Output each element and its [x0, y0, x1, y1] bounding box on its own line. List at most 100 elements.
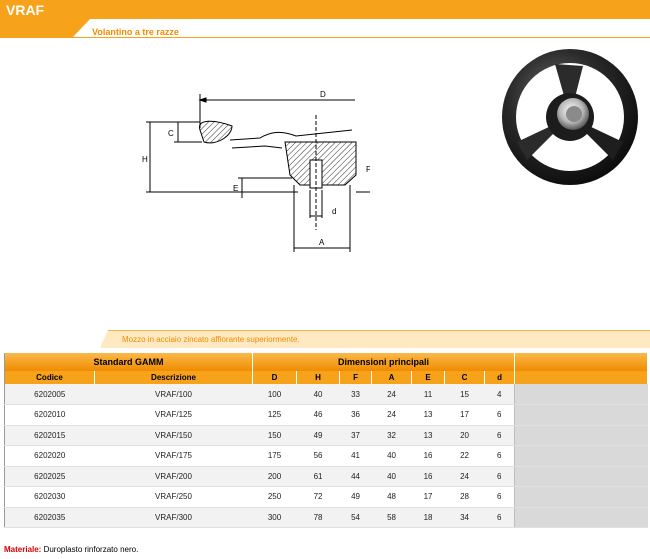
table-cell: 40 [371, 445, 412, 467]
table-cell: VRAF/150 [94, 425, 253, 446]
table-cell: 16 [411, 445, 445, 467]
product-subtitle: Volantino a tre razze [92, 27, 179, 37]
table-cell: 24 [371, 404, 412, 426]
dim-label-d-bore: d [332, 207, 336, 216]
table-cell: 6202035 [4, 507, 95, 528]
col-header-d: D [252, 371, 298, 384]
table-cell: 13 [411, 425, 445, 446]
table-cell: 6 [484, 486, 515, 508]
table-cell: 58 [371, 507, 412, 528]
table-cell: 15 [444, 384, 485, 405]
table-cell: 32 [371, 425, 412, 446]
col-header-h: H [296, 371, 341, 384]
table-cell-blank [514, 486, 648, 508]
dim-label-a: A [319, 238, 325, 247]
header-bar [0, 0, 650, 19]
product-photo [502, 49, 638, 185]
dim-label-c: C [168, 129, 174, 138]
table-cell: 100 [252, 384, 297, 405]
table-cell: 125 [252, 404, 297, 426]
table-cell: 250 [252, 486, 297, 508]
table-cell: 18 [411, 507, 445, 528]
table-cell: 6202005 [4, 384, 95, 405]
table-cell: 40 [296, 384, 340, 405]
table-cell: VRAF/200 [94, 466, 253, 487]
table-cell: 300 [252, 507, 297, 528]
dim-label-e: E [233, 184, 238, 193]
table-cell: VRAF/300 [94, 507, 253, 528]
col-header-codice: Codice [4, 371, 95, 384]
table-cell: 49 [339, 486, 372, 508]
header-tab [0, 0, 90, 38]
dim-label-h: H [142, 155, 148, 164]
table-cell: 28 [444, 486, 485, 508]
table-cell: 16 [411, 466, 445, 487]
table-cell: 46 [296, 404, 340, 426]
table-cell: 6202010 [4, 404, 95, 426]
table-cell: 6202030 [4, 486, 95, 508]
col-header-descrizione: Descrizione [94, 371, 254, 384]
table-cell: 175 [252, 445, 297, 467]
header-rule [72, 37, 650, 38]
table-cell-blank [514, 425, 648, 446]
table-cell: 6202020 [4, 445, 95, 467]
col-header-bore-d: d [484, 371, 516, 384]
page-title: VRAF [6, 2, 45, 18]
table-cell: 17 [444, 404, 485, 426]
table-cell: 54 [339, 507, 372, 528]
table-cell-blank [514, 445, 648, 467]
table-cell: 6 [484, 425, 515, 446]
note-corner [100, 330, 108, 348]
table-cell: 6 [484, 507, 515, 528]
table-cell: 40 [371, 466, 412, 487]
table-cell: 6 [484, 466, 515, 487]
technical-drawing: D C H E F d A [142, 90, 370, 252]
table-cell: VRAF/100 [94, 384, 253, 405]
table-cell: 6202025 [4, 466, 95, 487]
note-text: Mozzo in acciaio zincato affiorante supe… [122, 335, 300, 344]
table-cell: 48 [371, 486, 412, 508]
specs-table: Standard GAMM Dimensioni principali Codi… [3, 353, 649, 528]
table-cell: 33 [339, 384, 372, 405]
table-cell: 6 [484, 445, 515, 467]
table-cell: 150 [252, 425, 297, 446]
table-cell: VRAF/125 [94, 404, 253, 426]
table-cell: 22 [444, 445, 485, 467]
table-cell: 13 [411, 404, 445, 426]
table-cell: VRAF/175 [94, 445, 253, 467]
group-header-blank [514, 353, 649, 371]
table-cell-blank [514, 507, 648, 528]
table-cell-blank [514, 384, 648, 405]
table-cell: 44 [339, 466, 372, 487]
table-cell-blank [514, 404, 648, 426]
table-cell: 78 [296, 507, 340, 528]
table-cell: VRAF/250 [94, 486, 253, 508]
material-value: Duroplasto rinforzato nero. [41, 545, 139, 554]
col-header-f: F [339, 371, 373, 384]
table-cell: 61 [296, 466, 340, 487]
group-header-standard: Standard GAMM [3, 353, 254, 371]
dim-label-f: F [366, 165, 370, 174]
dim-label-d-outer: D [320, 90, 326, 99]
table-cell: 49 [296, 425, 340, 446]
col-header-a: A [371, 371, 413, 384]
table-cell: 36 [339, 404, 372, 426]
table-cell: 200 [252, 466, 297, 487]
table-cell: 72 [296, 486, 340, 508]
table-cell: 4 [484, 384, 515, 405]
table-cell: 37 [339, 425, 372, 446]
col-header-e: E [411, 371, 446, 384]
table-cell: 24 [371, 384, 412, 405]
col-header-blank [514, 371, 649, 384]
group-header-dimensions: Dimensioni principali [252, 353, 516, 371]
note-banner: Mozzo in acciaio zincato affiorante supe… [108, 330, 650, 348]
page-header: VRAF [0, 0, 650, 38]
table-cell: 41 [339, 445, 372, 467]
table-cell: 20 [444, 425, 485, 446]
